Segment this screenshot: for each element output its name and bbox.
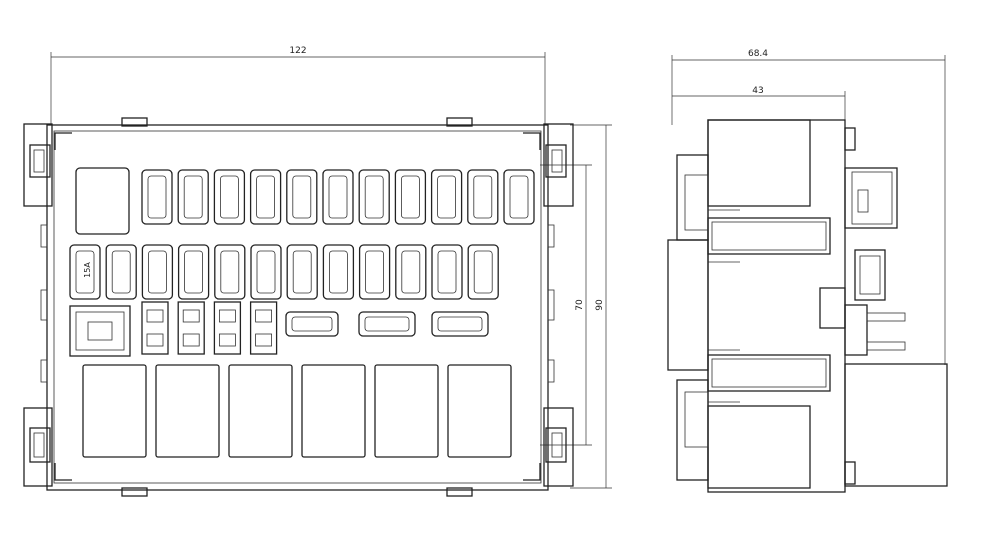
fuse-slot bbox=[213, 169, 246, 225]
side-view: 68.4 43 bbox=[667, 49, 948, 493]
fuse-slot-inner bbox=[256, 250, 276, 294]
fuse-rating-label: 15A bbox=[83, 262, 92, 278]
fuse-slot-inner bbox=[147, 175, 167, 219]
fuse-row-top bbox=[141, 169, 535, 225]
fuse-row-middle bbox=[69, 244, 499, 300]
dimension-height-inner-label: 70 bbox=[575, 299, 585, 311]
diode-pin-bottom bbox=[255, 333, 273, 347]
fuse-slot bbox=[286, 244, 318, 300]
fuse-slot bbox=[250, 244, 282, 300]
diode-socket bbox=[249, 301, 278, 355]
dimension-height: 70 90 bbox=[540, 124, 612, 489]
dimension-height-outer-label: 90 bbox=[595, 299, 605, 311]
fuse-slot bbox=[286, 169, 318, 225]
fuse-slot-inner bbox=[292, 250, 312, 294]
fuse-slot-inner bbox=[364, 175, 384, 219]
fuse-slot bbox=[394, 169, 427, 225]
dimension-body: 43 bbox=[672, 86, 846, 125]
fuse-slot bbox=[503, 169, 535, 225]
relay-sockets bbox=[82, 364, 512, 458]
fuse-slot-inner bbox=[400, 175, 420, 219]
diode-pin-bottom bbox=[182, 333, 200, 347]
fuse-slot-inner bbox=[437, 250, 457, 294]
fuse-slot-inner bbox=[75, 250, 95, 294]
fuse-slot-inner bbox=[219, 175, 239, 219]
fuse-slot-inner bbox=[401, 250, 421, 294]
fuse-slot bbox=[322, 244, 355, 300]
relay-row bbox=[69, 301, 489, 357]
diode-pin-top bbox=[146, 309, 164, 323]
fuse-slot bbox=[141, 169, 173, 225]
housing bbox=[23, 117, 574, 497]
front-view: 122 70 90 bbox=[23, 46, 612, 497]
relay-socket bbox=[155, 364, 220, 458]
dimension-overall: 68.4 bbox=[671, 49, 946, 365]
fuse-slot-inner bbox=[509, 175, 529, 219]
fuse-slot bbox=[214, 244, 246, 300]
large-socket bbox=[75, 167, 130, 235]
fuse-slot-inner bbox=[292, 175, 312, 219]
fuse-slot bbox=[322, 169, 354, 225]
relay-socket bbox=[228, 364, 293, 458]
fuse-slot-inner bbox=[365, 250, 385, 294]
fuse-slot-inner bbox=[183, 175, 203, 219]
diode-socket bbox=[141, 301, 169, 355]
relay-socket bbox=[82, 364, 147, 458]
relay-socket bbox=[447, 364, 512, 458]
fuse-slot-inner bbox=[473, 175, 493, 219]
fuse-slot-inner bbox=[147, 250, 167, 294]
fuse-slot bbox=[395, 244, 427, 300]
fuse-slot bbox=[430, 169, 463, 225]
fuse-slot-inner bbox=[111, 250, 131, 294]
fuse-slot bbox=[467, 169, 499, 225]
diode-pin-bottom bbox=[146, 333, 164, 347]
fuse-slot bbox=[69, 244, 101, 300]
fuse-slot-inner bbox=[220, 250, 240, 294]
fuse-slot bbox=[141, 244, 174, 300]
fuse-slot bbox=[358, 169, 390, 225]
fuse-slot-inner bbox=[473, 250, 493, 294]
fuse-slot bbox=[431, 244, 463, 300]
diode-pin-top bbox=[182, 309, 200, 323]
fuse-slot bbox=[105, 244, 137, 300]
fuse-slot bbox=[249, 169, 282, 225]
diode-socket bbox=[177, 301, 205, 355]
fuse-slot-inner bbox=[328, 175, 348, 219]
fuse-slot bbox=[358, 244, 391, 300]
fuse-slot bbox=[177, 169, 209, 225]
relay-socket bbox=[301, 364, 366, 458]
diode-pin-top bbox=[218, 309, 236, 323]
fuse-slot-inner bbox=[256, 175, 276, 219]
dimension-overall-label: 68.4 bbox=[748, 49, 768, 59]
diode-pin-top bbox=[255, 309, 273, 323]
fuse-slot-inner bbox=[328, 250, 348, 294]
diode-pin-bottom bbox=[218, 333, 236, 347]
fuse-slot bbox=[467, 244, 499, 300]
relay-socket bbox=[374, 364, 439, 458]
diode-socket bbox=[213, 301, 242, 355]
fuse-slot-inner bbox=[184, 250, 204, 294]
dimension-body-label: 43 bbox=[752, 86, 763, 96]
fuse-slot-inner bbox=[437, 175, 457, 219]
dimension-width: 122 bbox=[50, 46, 546, 125]
dimension-width-label: 122 bbox=[289, 46, 306, 56]
fuse-slot bbox=[177, 244, 210, 300]
